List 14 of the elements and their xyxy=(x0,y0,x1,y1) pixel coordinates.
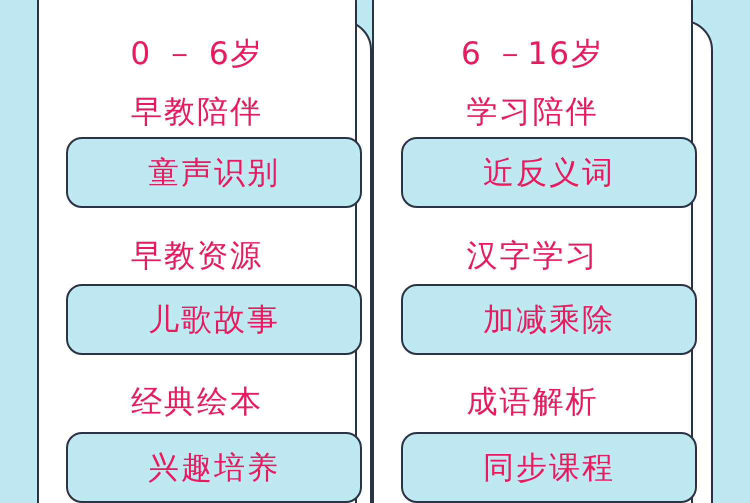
feature-box: 近反义词 xyxy=(401,137,697,208)
feature-box: 儿歌故事 xyxy=(66,284,362,355)
category-text: 学习陪伴 xyxy=(466,93,600,132)
feature-box: 兴趣培养 xyxy=(66,432,362,503)
category-text: 早教陪伴 xyxy=(130,93,264,132)
category-text: 经典绘本 xyxy=(130,383,264,422)
feature-box: 加减乘除 xyxy=(401,284,697,355)
age-heading: 6 －16岁 xyxy=(460,35,606,74)
feature-box: 童声识别 xyxy=(66,137,362,208)
category-text: 成语解析 xyxy=(466,383,600,422)
age-heading: 0 － 6岁 xyxy=(129,35,265,74)
category-text: 早教资源 xyxy=(130,237,264,276)
category-text: 汉字学习 xyxy=(466,237,600,276)
feature-box: 同步课程 xyxy=(401,432,697,503)
